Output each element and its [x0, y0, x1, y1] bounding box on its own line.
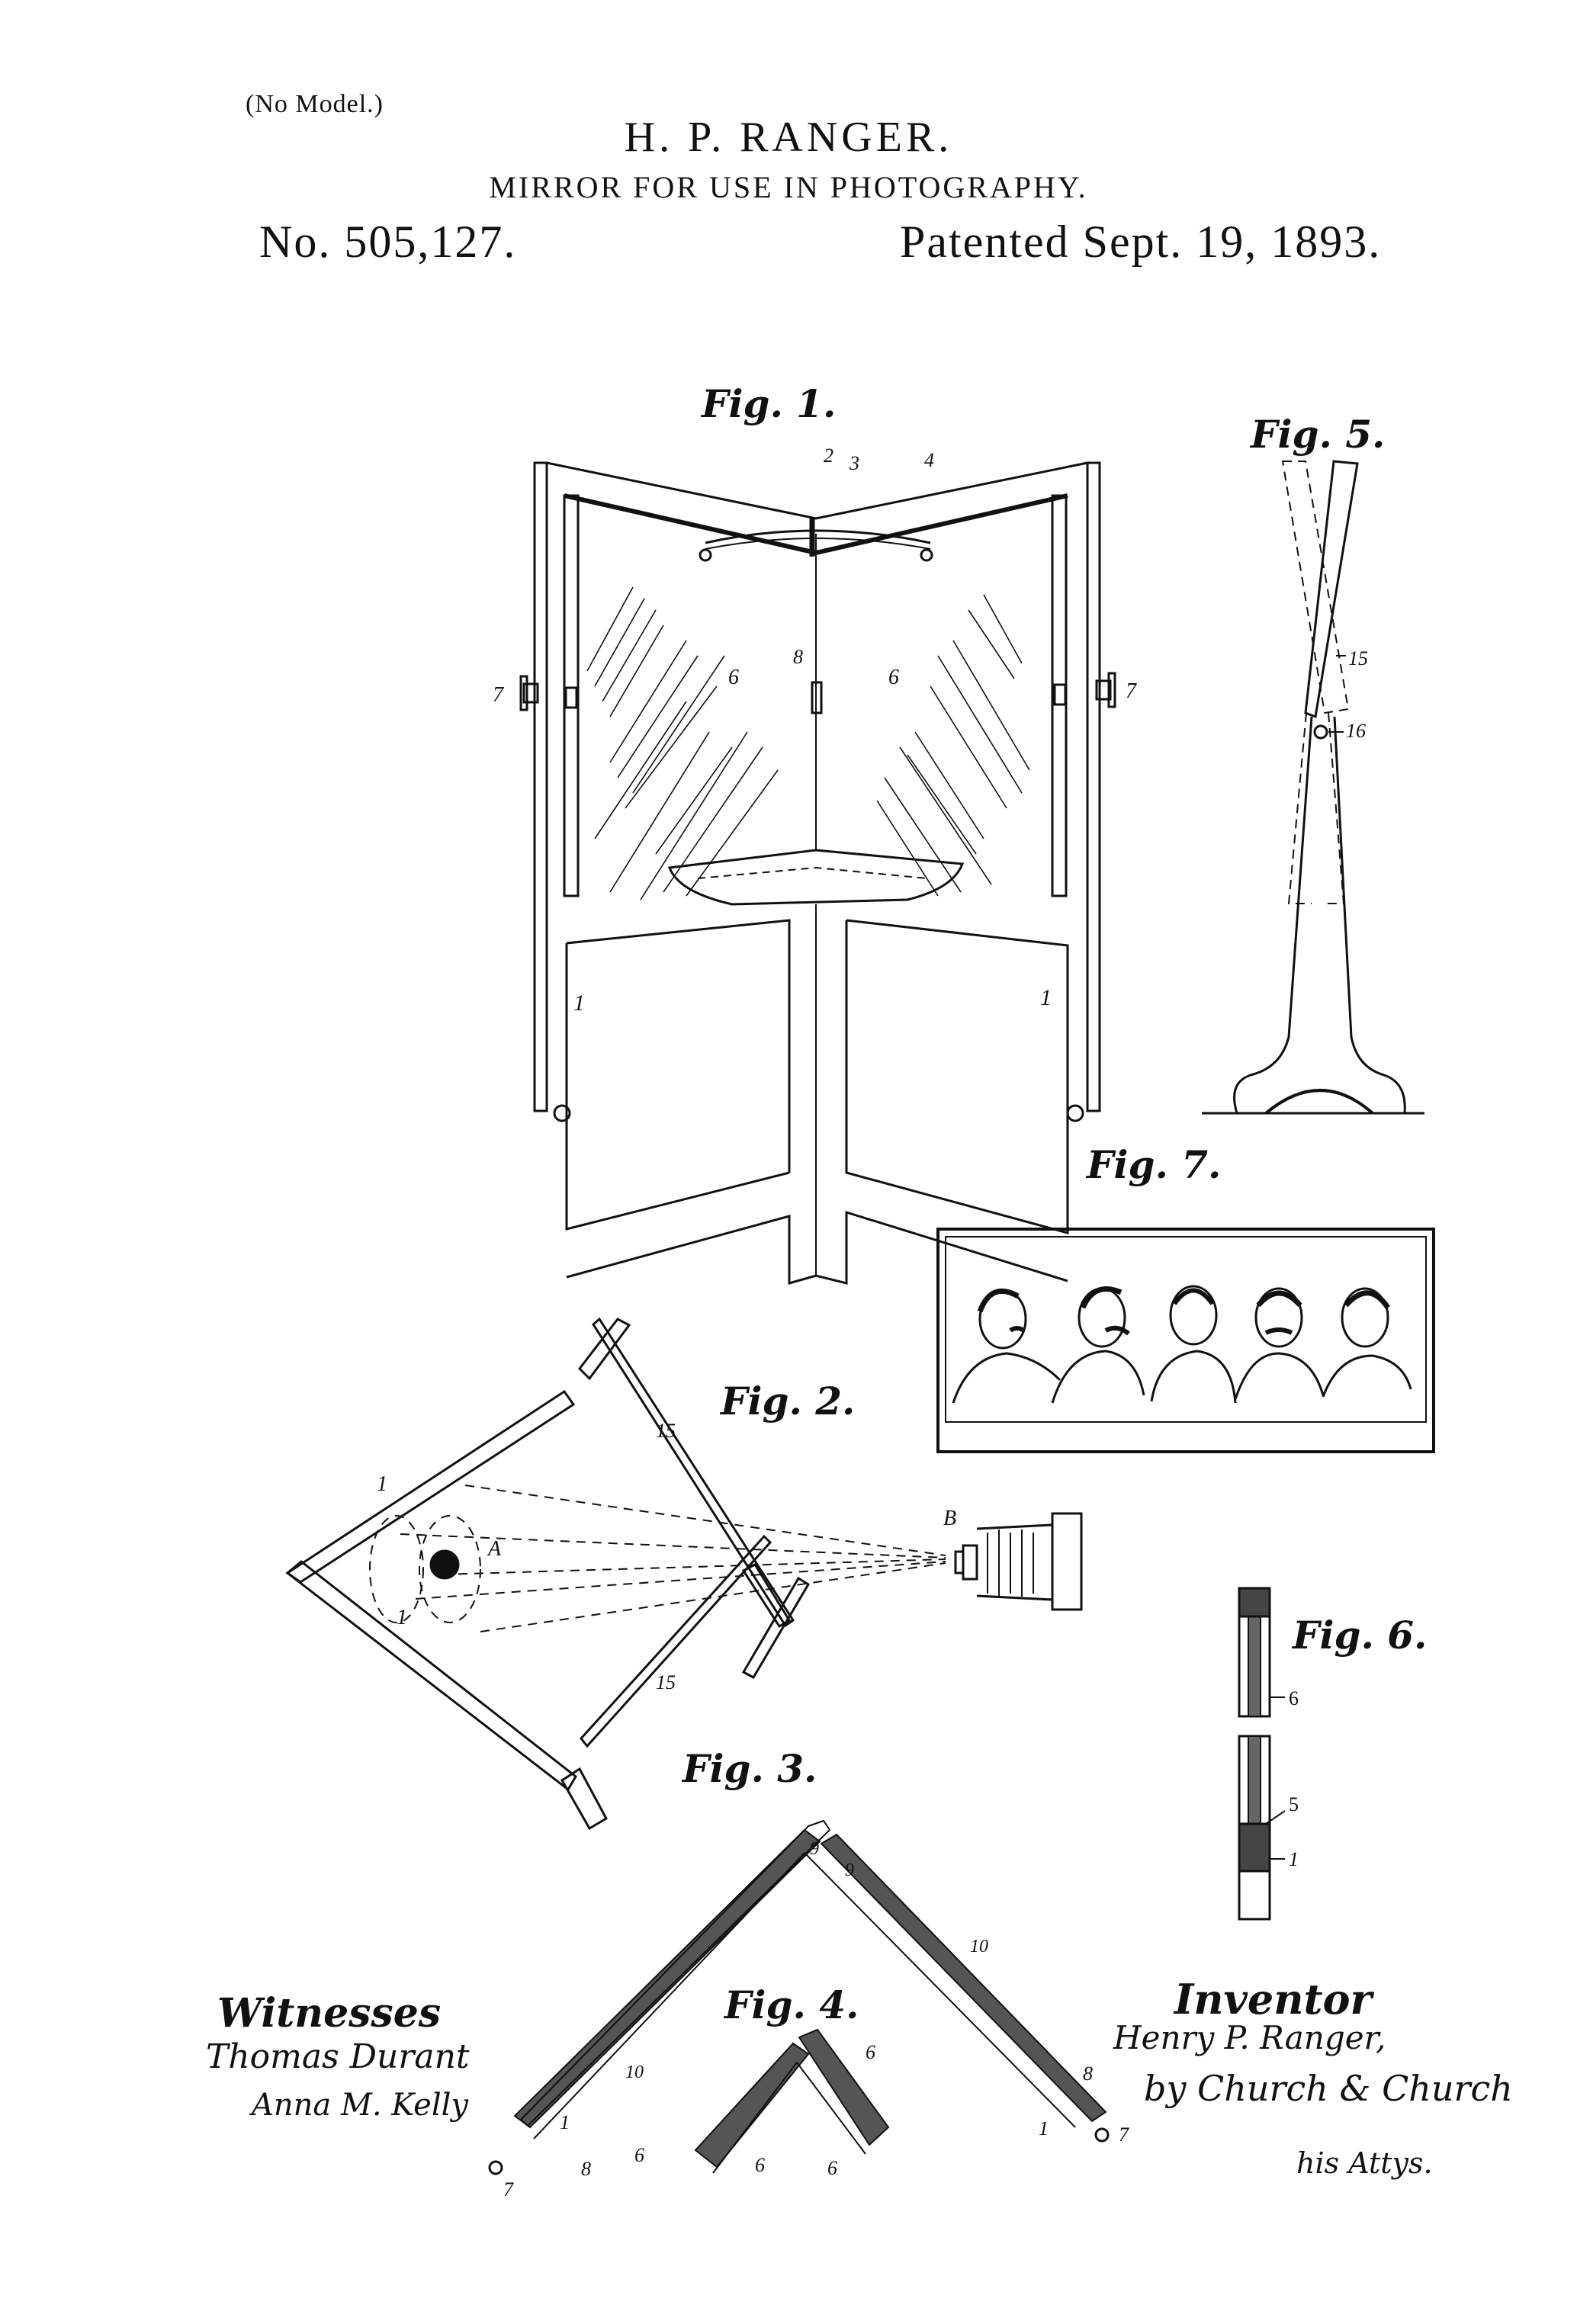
fig3-ref-9a: 9 [810, 1839, 819, 1859]
fig1-ref-1b: 1 [1040, 985, 1052, 1010]
fig1-caster-left [553, 1104, 571, 1122]
fig3-knob-left [488, 2160, 503, 2175]
fig6-drawing: 6 5 1 [1238, 1587, 1299, 1921]
fig4-label: Fig. 4. [724, 1982, 859, 2027]
fig3-ref-1b: 1 [1039, 2117, 1049, 2139]
fig7-portrait-3 [1150, 1285, 1237, 1404]
patent-number: No. 505,127. [259, 217, 517, 267]
fig7-outer-frame [936, 1228, 1435, 1453]
fig6-ref-6: 6 [1289, 1687, 1299, 1709]
fig7-drawing [936, 1228, 1435, 1453]
fig2-ref-A: A [487, 1537, 502, 1561]
fig2-ref-15b: 15 [656, 1671, 676, 1693]
patent-title: MIRROR FOR USE IN PHOTOGRAPHY. [489, 170, 1088, 204]
fig1-screw-right [920, 548, 933, 562]
fig7-portrait-4 [1234, 1287, 1325, 1400]
fig3-label: Fig. 3. [683, 1746, 817, 1791]
fig3-ref-1a: 1 [560, 2111, 570, 2133]
fig2-side-mirror-lower [580, 1534, 772, 1748]
witnesses-heading: Witnesses [217, 1990, 442, 2037]
fig2-ref-15a: 15 [656, 1420, 676, 1442]
fig3-ref-9b: 9 [845, 1860, 854, 1880]
fig3-ref-10a: 10 [625, 2062, 644, 2082]
fig6-ref-1: 1 [1289, 1848, 1299, 1870]
fig3-right-mirror [820, 1833, 1107, 2123]
fig7-inner-frame [945, 1236, 1427, 1423]
fig3-drawing: 9 9 10 10 6 6 8 8 1 1 7 7 [488, 1819, 1129, 2200]
fig1-ref-7b: 7 [1126, 679, 1137, 703]
fig6-ref-5: 5 [1289, 1793, 1299, 1815]
fig1-ref-2: 2 [824, 445, 833, 467]
fig1-clip-8 [811, 681, 823, 714]
fig7-portrait-5 [1322, 1287, 1412, 1398]
fig2-ref-1a: 1 [377, 1472, 387, 1496]
fig3-ref-7b: 7 [1119, 2123, 1129, 2146]
fig1-label: Fig. 1. [702, 381, 837, 426]
fig3-left-mirror [513, 1828, 821, 2129]
fig1-ref-4: 4 [924, 449, 934, 471]
fig1-ref-6a: 6 [728, 666, 739, 689]
fig1-knob-right [1095, 679, 1112, 701]
fig4-ref-6a: 6 [755, 2154, 765, 2176]
fig4-ref-6b: 6 [827, 2157, 837, 2179]
fig1-ref-3: 3 [849, 452, 859, 474]
fig2-mirror-lower [285, 1560, 577, 1792]
patent-date: Patented Sept. 19, 1893. [900, 217, 1382, 267]
fig3-ref-7a: 7 [503, 2178, 514, 2200]
fig2-label: Fig. 2. [721, 1379, 856, 1424]
inventor-signature: Henry P. Ranger, [1113, 2019, 1386, 2056]
fig7-label: Fig. 7. [1087, 1142, 1222, 1187]
witness-signature-2: Anna M. Kelly [252, 2088, 469, 2123]
fig3-ref-8b: 8 [1083, 2062, 1093, 2085]
inventor-name-heading: H. P. RANGER. [624, 114, 953, 161]
fig1-ref-7a: 7 [493, 683, 504, 707]
fig1-ref-8: 8 [793, 646, 803, 668]
fig3-ref-6a: 6 [634, 2144, 644, 2166]
fig5-ref-15: 15 [1348, 647, 1368, 669]
fig2-camera-B [954, 1512, 1083, 1611]
fig3-ref-10b: 10 [970, 1937, 988, 1956]
fig4-drawing: 6 6 [694, 2028, 890, 2179]
fig3-knob-right [1094, 2127, 1110, 2143]
fig2-subject-A [429, 1549, 460, 1580]
fig1-caster-right [1066, 1104, 1084, 1122]
fig1-ref-1a: 1 [573, 990, 585, 1016]
fig5-pivot-16 [1313, 724, 1328, 740]
fig1-top-rail [546, 461, 1088, 520]
fig5-ref-16: 16 [1346, 720, 1366, 742]
fig2-ref-1b: 1 [397, 1606, 407, 1629]
attorneys-signature: by Church & Church [1144, 2068, 1513, 2109]
fig2-mirror-upper [285, 1389, 576, 1584]
fig7-portrait-1 [952, 1288, 1062, 1404]
fig7-portrait-2 [1051, 1286, 1145, 1404]
fig1-knob-left [522, 682, 539, 704]
fig3-ref-8a: 8 [581, 2158, 591, 2180]
fig5-label: Fig. 5. [1251, 412, 1386, 457]
inventor-heading: Inventor [1174, 1975, 1372, 2024]
witness-signature-1: Thomas Durant [206, 2037, 470, 2076]
fig1-ref-6b: 6 [888, 666, 899, 689]
attorneys-note: his Attys. [1296, 2146, 1433, 2180]
fig1-screw-left [699, 548, 712, 562]
fig5-drawing: 15 16 [1202, 460, 1424, 1115]
fig2-ref-B: B [943, 1507, 956, 1530]
fig2-side-mirror-upper [592, 1317, 795, 1628]
fig3-ref-6b: 6 [866, 2041, 875, 2063]
fig1-right-post [1086, 461, 1101, 1112]
fig6-label: Fig. 6. [1293, 1613, 1428, 1658]
fig1-drawing: 2 3 4 6 6 7 7 8 1 1 [493, 445, 1137, 1285]
fig1-left-post [533, 461, 548, 1112]
fig2-drawing: 15 15 1 1 A B [285, 1317, 1083, 1831]
fig1-shelf [667, 849, 965, 906]
model-note: (No Model.) [246, 90, 384, 118]
